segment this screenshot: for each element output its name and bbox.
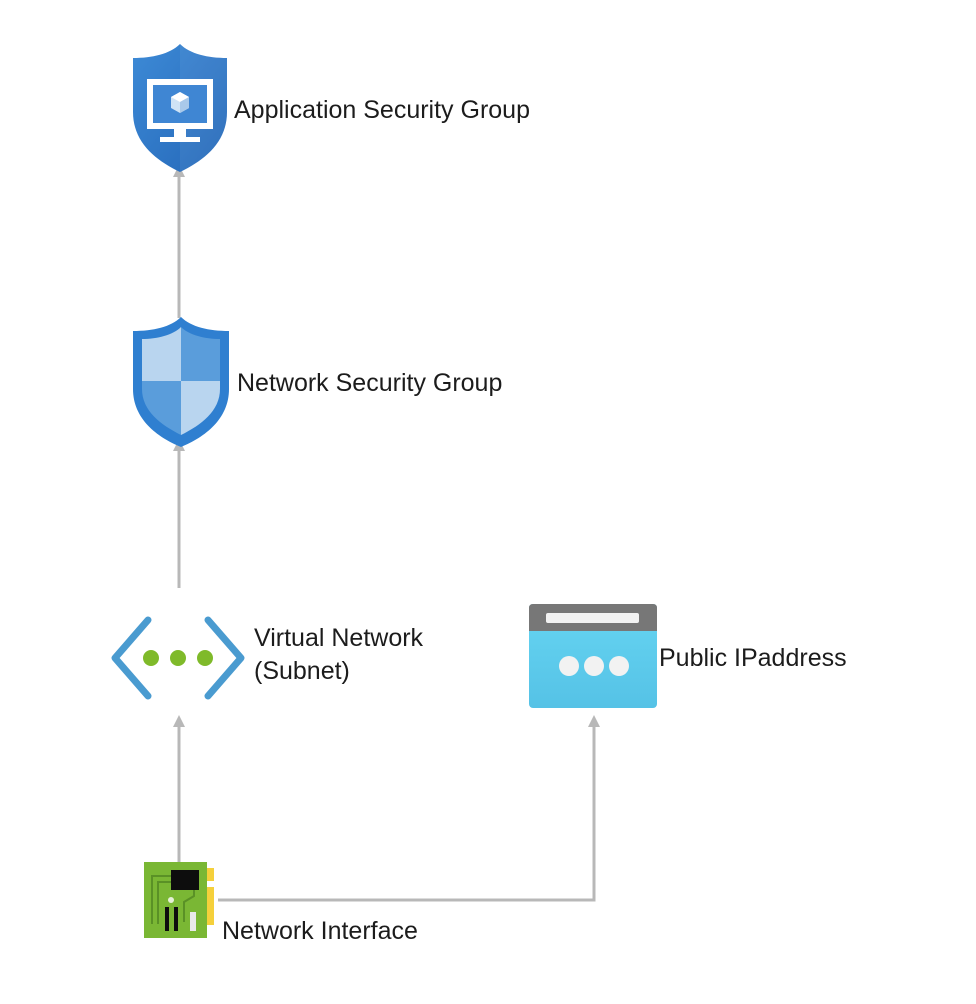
network-security-group-icon [131, 315, 231, 449]
network-interface-label: Network Interface [222, 917, 418, 945]
public-ip-address-label: Public IPaddress [659, 644, 847, 672]
application-security-group-label: Application Security Group [234, 96, 530, 124]
network-interface-icon [144, 862, 216, 940]
public-ip-address-icon [529, 604, 657, 708]
virtual-network-label-line1: Virtual Network [254, 624, 424, 652]
network-security-group-label: Network Security Group [237, 369, 503, 397]
application-security-group-icon [130, 42, 230, 174]
virtual-network-label-line2: (Subnet) [254, 657, 350, 685]
edge-nic-to-pip [218, 715, 600, 902]
virtual-network-icon [110, 614, 246, 702]
virtual-network-label: Virtual Network (Subnet) [254, 622, 423, 688]
